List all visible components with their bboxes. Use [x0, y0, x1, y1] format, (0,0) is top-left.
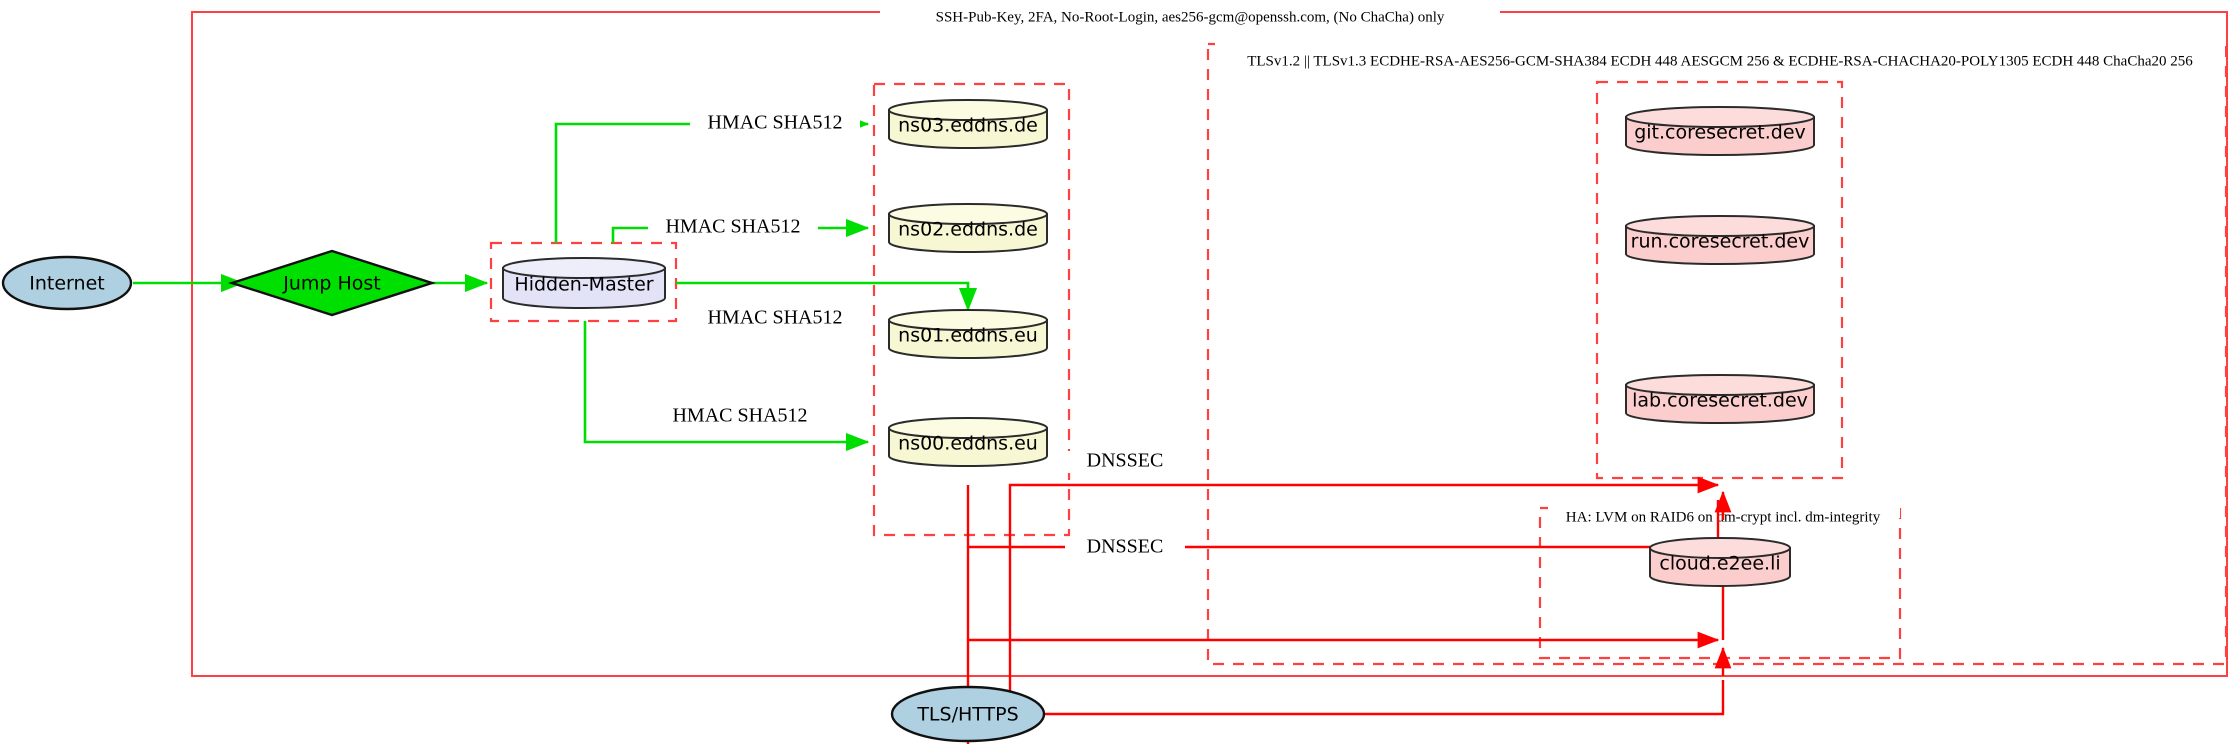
node-ns02[interactable]: ns02.eddns.de: [888, 203, 1048, 253]
node-ns03-label: ns03.eddns.de: [898, 115, 1038, 137]
svg-text:DNSSEC: DNSSEC: [1087, 450, 1164, 472]
node-git-label: git.coresecret.dev: [1634, 122, 1806, 144]
edge-label-hmac-ns01: HMAC SHA512: [690, 307, 860, 330]
svg-text:HMAC SHA512: HMAC SHA512: [665, 216, 800, 238]
node-git-coresecret[interactable]: git.coresecret.dev: [1625, 106, 1815, 156]
node-ns01-label: ns01.eddns.eu: [898, 325, 1038, 347]
node-hidden-master-label: Hidden-Master: [514, 274, 653, 296]
node-tls-https[interactable]: TLS/HTTPS: [890, 685, 1046, 743]
cluster-tls-boundary: TLSv1.2 || TLSv1.3 ECDHE-RSA-AES256-GCM-…: [1206, 36, 2228, 666]
node-hidden-master[interactable]: Hidden-Master: [502, 257, 666, 309]
edge-label-dnssec-upper: DNSSEC: [1065, 450, 1185, 473]
svg-text:HMAC SHA512: HMAC SHA512: [672, 405, 807, 427]
cluster-ssh-label: SSH-Pub-Key, 2FA, No-Root-Login, aes256-…: [936, 9, 1445, 25]
node-lab-label: lab.coresecret.dev: [1632, 390, 1808, 412]
node-cloud-e2ee[interactable]: cloud.e2ee.li: [1649, 537, 1791, 587]
edge-dnssec-upper-horizontal: [1008, 476, 1720, 693]
cluster-coresecret-boundary: [1595, 80, 1844, 480]
node-jump-host[interactable]: Jump Host: [228, 249, 436, 317]
edge-label-hmac-ns02: HMAC SHA512: [648, 216, 818, 239]
node-lab-coresecret[interactable]: lab.coresecret.dev: [1625, 374, 1815, 424]
edge-hidden-master-ns00: [583, 321, 870, 452]
node-ns02-label: ns02.eddns.de: [898, 219, 1038, 241]
node-cloud-label: cloud.e2ee.li: [1659, 553, 1780, 575]
node-jump-host-label: Jump Host: [282, 273, 381, 295]
edge-label-hmac-ns00: HMAC SHA512: [655, 405, 825, 428]
svg-text:HMAC SHA512: HMAC SHA512: [707, 112, 842, 134]
node-ns00[interactable]: ns00.eddns.eu: [888, 417, 1048, 467]
svg-text:HMAC SHA512: HMAC SHA512: [707, 307, 842, 329]
node-internet[interactable]: Internet: [1, 255, 133, 311]
node-ns01[interactable]: ns01.eddns.eu: [888, 309, 1048, 359]
svg-text:DNSSEC: DNSSEC: [1087, 536, 1164, 558]
cluster-ssh-boundary: SSH-Pub-Key, 2FA, No-Root-Login, aes256-…: [191, 6, 2228, 677]
node-internet-label: Internet: [29, 273, 104, 295]
edge-tls-https-to-boundary: [1040, 680, 1725, 716]
node-ns03[interactable]: ns03.eddns.de: [888, 99, 1048, 149]
edge-label-hmac-ns03: HMAC SHA512: [690, 112, 860, 135]
cluster-tls-label: TLSv1.2 || TLSv1.3 ECDHE-RSA-AES256-GCM-…: [1247, 53, 2193, 69]
node-ns00-label: ns00.eddns.eu: [898, 433, 1038, 455]
edge-label-dnssec-lower: DNSSEC: [1065, 536, 1185, 559]
node-run-coresecret[interactable]: run.coresecret.dev: [1625, 215, 1815, 265]
edge-hidden-master-ns01: [676, 281, 978, 312]
node-run-label: run.coresecret.dev: [1631, 231, 1810, 253]
cluster-dns-boundary: [872, 82, 1071, 537]
node-tls-https-label: TLS/HTTPS: [916, 704, 1018, 726]
